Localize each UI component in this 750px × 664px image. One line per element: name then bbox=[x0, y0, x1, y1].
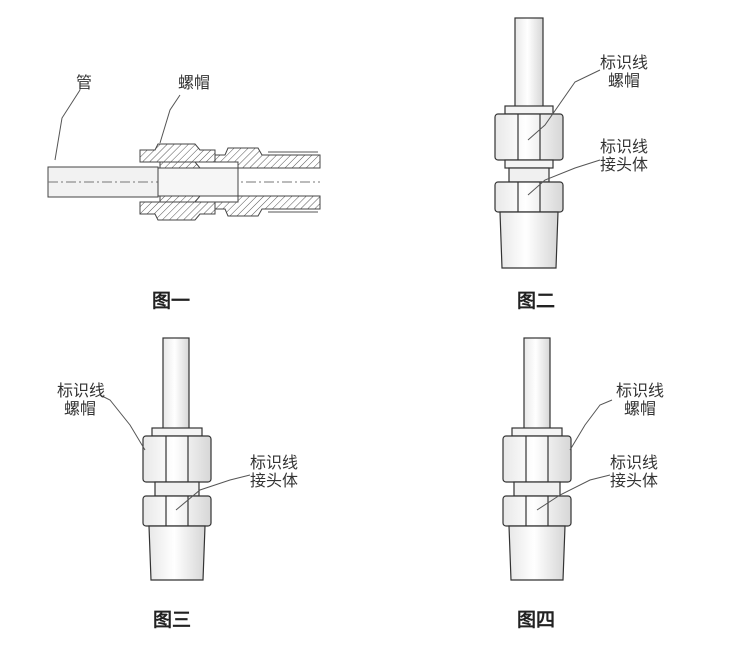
fig3-body-mark-label-2: 接头体 bbox=[250, 471, 299, 490]
fig4-body-mark-label-2: 接头体 bbox=[610, 471, 659, 490]
fig3-body-mark-leader bbox=[175, 474, 251, 511]
fig3-nut-mark-label-1: 标识线 bbox=[57, 381, 106, 400]
fig4-body-hex bbox=[502, 495, 572, 527]
fig1-nut-lower bbox=[139, 201, 216, 221]
fig1-pipe-label: 管 bbox=[76, 73, 93, 92]
fig4-nut-hex bbox=[502, 435, 572, 483]
fig1-body-lower bbox=[214, 195, 321, 217]
fig2-body-mark-label-1: 标识线 bbox=[600, 137, 649, 156]
fig3-fitting bbox=[99, 337, 251, 581]
fig2-nut-mark-label-2: 螺帽 bbox=[608, 71, 641, 90]
fig2-nut-mark-label-1: 标识线 bbox=[600, 53, 649, 72]
fig1-section-view bbox=[47, 89, 321, 221]
fig3-tube bbox=[162, 337, 190, 431]
fig3-body-hex bbox=[142, 495, 212, 527]
fig1-ferrule-lower bbox=[159, 195, 202, 203]
fig4-body-tail bbox=[508, 525, 566, 581]
fig1-caption: 图一 bbox=[152, 290, 191, 312]
fig1-nut-label: 螺帽 bbox=[178, 73, 211, 92]
fig2-nut-mark-leader bbox=[527, 69, 601, 141]
fig2-nut-hex bbox=[494, 113, 564, 161]
fig3-caption: 图三 bbox=[153, 609, 192, 631]
fig2-body-mark-leader bbox=[527, 159, 601, 196]
fig3-body-mark-label-1: 标识线 bbox=[250, 453, 299, 472]
fig4-nut-mark-leader bbox=[569, 399, 613, 451]
fig3-nut-mark-label-2: 螺帽 bbox=[64, 399, 97, 418]
fig2-body-hex bbox=[494, 181, 564, 213]
fig4-nut-mark-label-2: 螺帽 bbox=[624, 399, 657, 418]
fig2-body-mark-label-2: 接头体 bbox=[600, 155, 649, 174]
fig1-nut-leader bbox=[159, 94, 181, 144]
fig4-tube bbox=[523, 337, 551, 431]
fig4-nut-mark-label-1: 标识线 bbox=[616, 381, 665, 400]
fig2-body-tail bbox=[499, 211, 559, 269]
fig4-fitting bbox=[502, 337, 613, 581]
fig3-nut-mark-leader bbox=[99, 394, 146, 451]
fig1-nut-upper bbox=[139, 143, 216, 163]
fig2-caption: 图二 bbox=[517, 290, 556, 312]
fig1-pipe-leader bbox=[54, 89, 81, 161]
fig2-tube bbox=[514, 17, 544, 111]
fig4-body-mark-leader bbox=[536, 474, 611, 511]
fig3-nut-hex bbox=[142, 435, 212, 483]
fig2-fitting bbox=[494, 17, 601, 269]
fig1-ferrule-upper bbox=[159, 161, 202, 169]
fig4-body-mark-label-1: 标识线 bbox=[610, 453, 659, 472]
fig1-body-upper bbox=[214, 147, 321, 169]
fig4-caption: 图四 bbox=[517, 609, 556, 631]
fig3-body-tail bbox=[148, 525, 206, 581]
